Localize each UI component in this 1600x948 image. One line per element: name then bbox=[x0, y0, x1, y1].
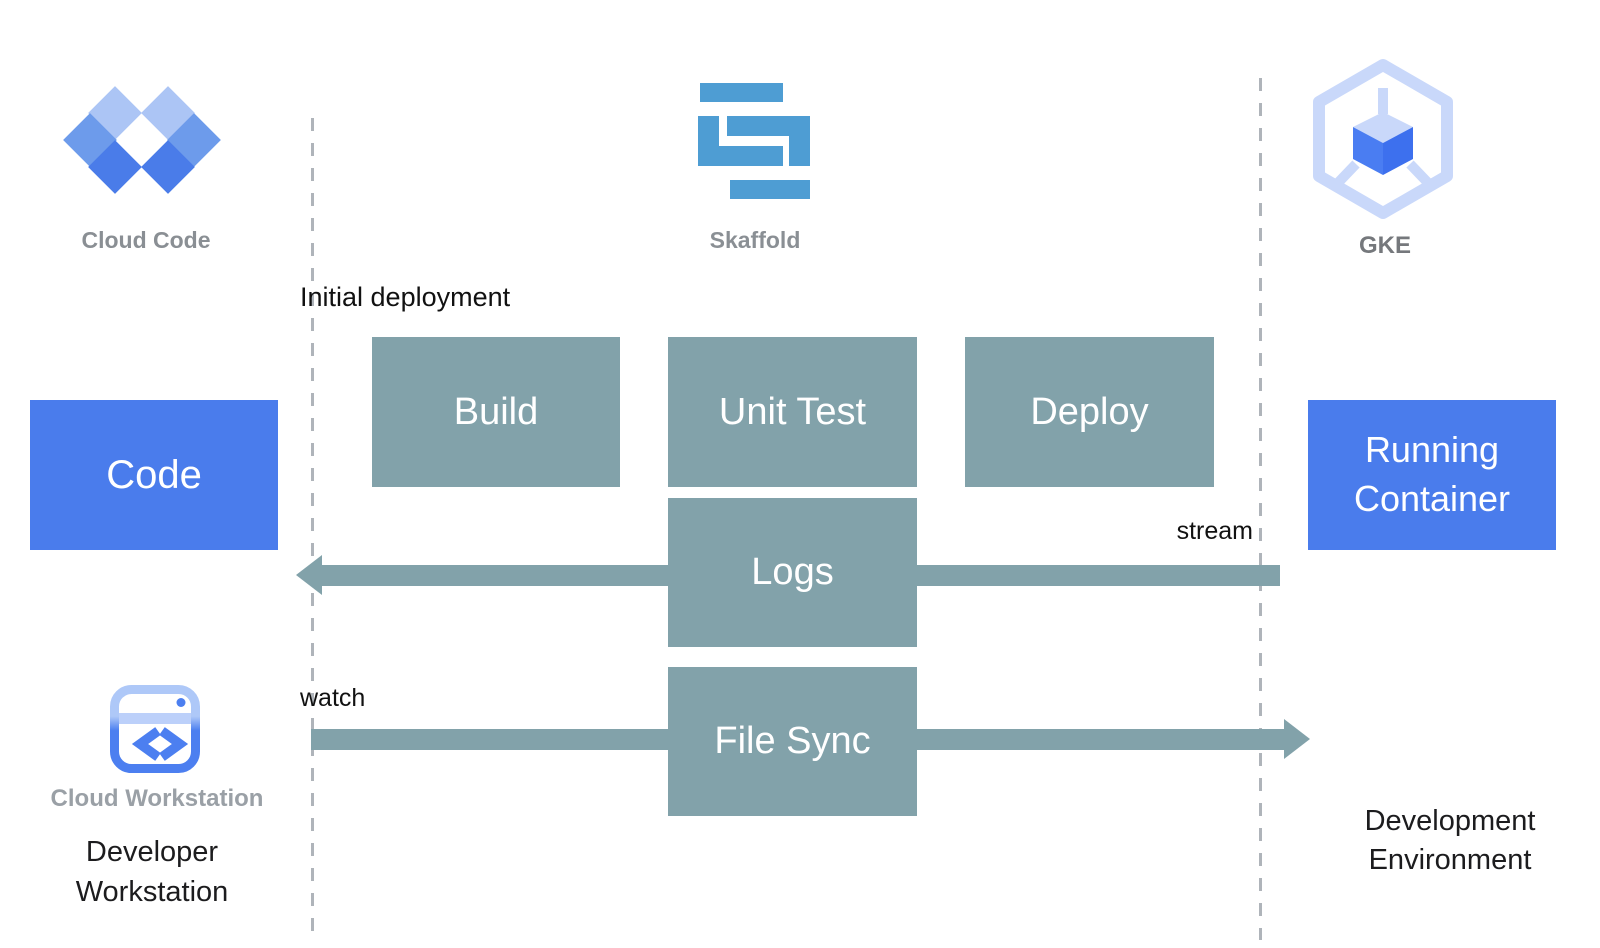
cloud-code-label: Cloud Code bbox=[81, 227, 211, 253]
file-sync-arrowhead-right bbox=[1284, 719, 1310, 759]
initial-deployment-label: Initial deployment bbox=[300, 282, 511, 312]
cloud-code-diamonds-icon bbox=[60, 85, 235, 195]
cloud-workstation-icon bbox=[110, 685, 200, 773]
file-sync-label: File Sync bbox=[714, 720, 871, 762]
cloud-workstation-label: Cloud Workstation bbox=[50, 785, 264, 812]
unit-test-node: Unit Test bbox=[668, 337, 917, 487]
lane-divider-right bbox=[1259, 78, 1262, 940]
stream-label: stream bbox=[1176, 517, 1253, 545]
unit-test-label: Unit Test bbox=[718, 390, 867, 433]
code-label: Code bbox=[106, 452, 202, 497]
deploy-label: Deploy bbox=[1030, 390, 1149, 433]
gke-label: GKE bbox=[1358, 232, 1412, 259]
lane-divider-left bbox=[311, 118, 314, 940]
logs-node: Logs bbox=[668, 498, 917, 647]
skaffold-icon bbox=[695, 80, 815, 205]
gke-hexagon-cube-icon bbox=[1310, 58, 1460, 223]
running-container-label: Running Container bbox=[1353, 429, 1511, 519]
deploy-node: Deploy bbox=[965, 337, 1214, 487]
file-sync-node: File Sync bbox=[668, 667, 917, 816]
build-label: Build bbox=[453, 390, 539, 433]
watch-label: watch bbox=[300, 684, 366, 712]
developer-workstation-caption: Developer Workstation bbox=[75, 836, 229, 908]
logs-label: Logs bbox=[751, 551, 834, 593]
skaffold-label: Skaffold bbox=[709, 227, 801, 253]
code-node: Code bbox=[30, 400, 278, 550]
logs-arrowhead-left bbox=[296, 555, 322, 595]
build-node: Build bbox=[372, 337, 620, 487]
running-container-node: Running Container bbox=[1308, 400, 1556, 550]
development-environment-caption: Development Environment bbox=[1364, 805, 1536, 876]
